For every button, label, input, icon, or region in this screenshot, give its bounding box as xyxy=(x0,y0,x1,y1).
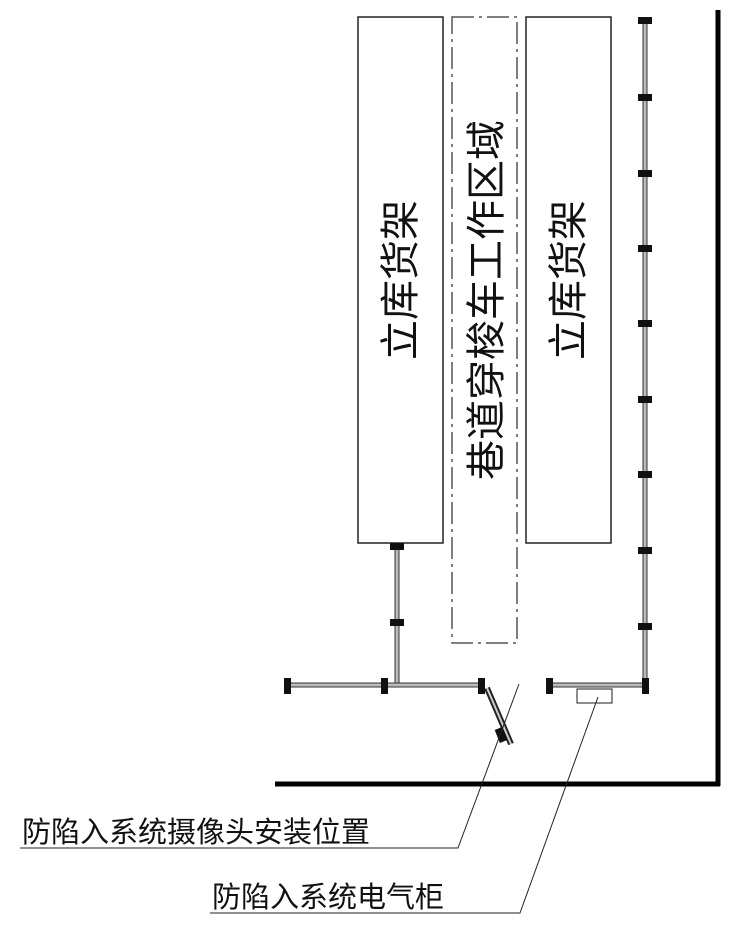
camera-icon xyxy=(494,727,508,743)
callout-lines xyxy=(20,683,599,914)
left-shelf: 立库货架 xyxy=(357,16,444,544)
aisle-area: 巷道穿梭车工作区域 xyxy=(451,16,518,644)
fence-posts xyxy=(284,17,652,694)
camera-callout-label: 防陷入系统摄像头安装位置 xyxy=(22,815,370,849)
cabinet-callout-label: 防陷入系统电气柜 xyxy=(212,880,444,914)
right-shelf-label: 立库货架 xyxy=(546,200,592,360)
right-shelf: 立库货架 xyxy=(525,16,612,544)
electrical-cabinet xyxy=(576,688,613,704)
gate-with-camera xyxy=(484,686,514,746)
aisle-label: 巷道穿梭车工作区域 xyxy=(464,120,510,480)
left-shelf-label: 立库货架 xyxy=(378,200,424,360)
